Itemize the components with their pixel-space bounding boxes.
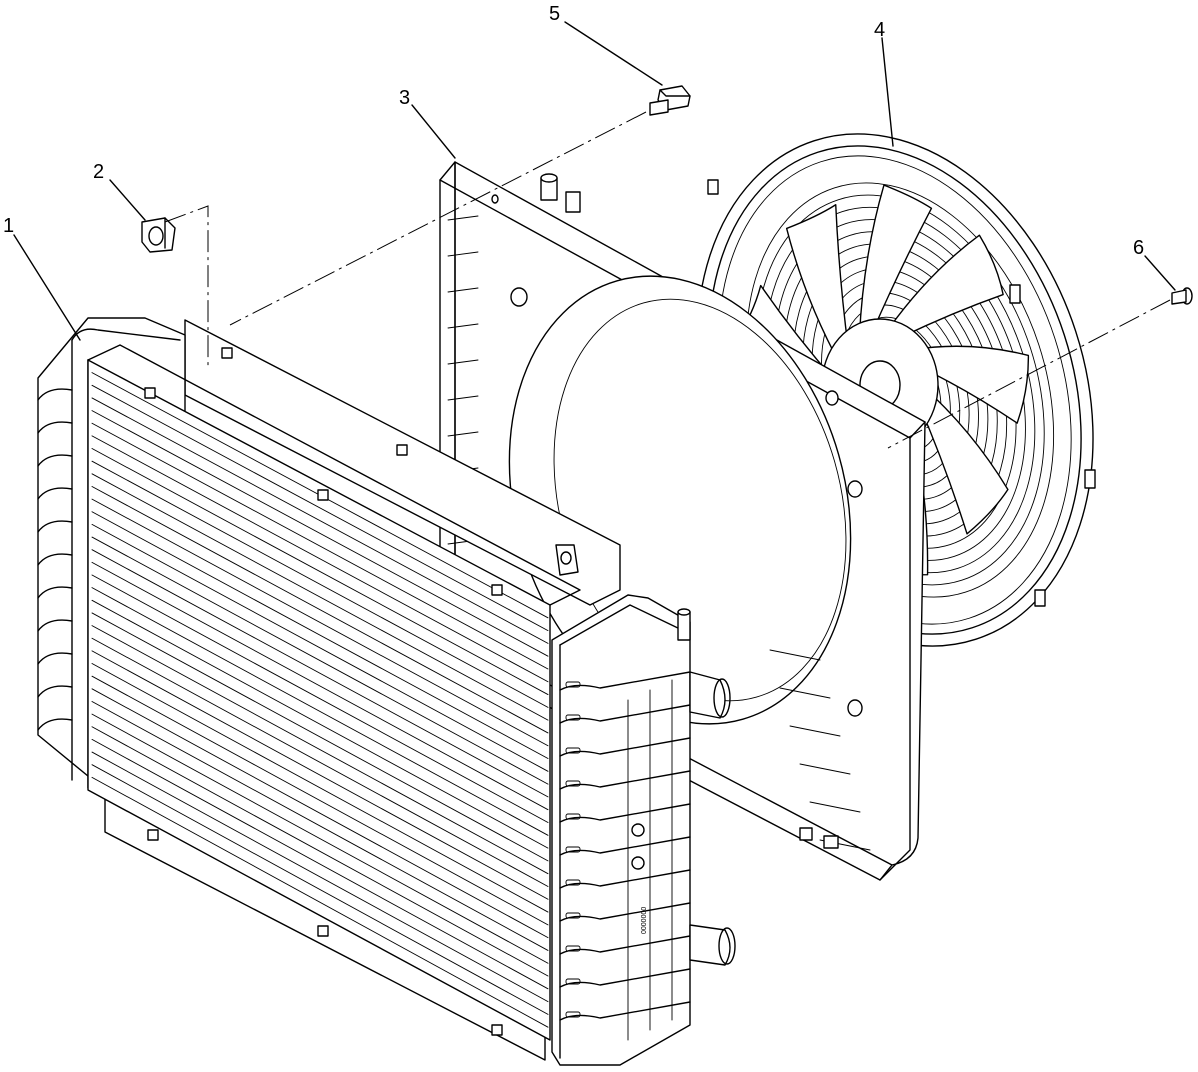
core-fin-line <box>91 688 549 939</box>
core-fin-line <box>91 764 549 1015</box>
fan-blade <box>918 384 1009 535</box>
core-fin-line <box>91 410 549 657</box>
core-fin-line <box>91 612 549 862</box>
core-fin-line <box>91 486 549 734</box>
core-fin-line <box>91 523 549 772</box>
tank-rib <box>37 718 73 731</box>
fan-blade <box>886 234 1004 339</box>
shroud-rib <box>447 251 479 257</box>
core-fin-line <box>91 713 549 964</box>
callout-1-label: 1 <box>3 215 14 237</box>
tank-slot <box>565 978 581 985</box>
core-fin-line <box>91 776 549 1028</box>
tank-slot <box>565 846 581 853</box>
core-fin-line <box>91 663 549 913</box>
shroud-rib <box>799 763 851 775</box>
tank-rib <box>37 520 73 533</box>
core-fin-line <box>91 599 549 849</box>
tank-ridge <box>627 679 673 1041</box>
shroud-rib <box>447 431 479 437</box>
tank-slot <box>565 912 581 919</box>
tank-rib <box>37 586 73 599</box>
callout-3-label: 3 <box>399 87 410 109</box>
tank-rib <box>37 553 73 566</box>
shroud-rib <box>809 801 861 813</box>
tank-rib <box>37 454 73 467</box>
core-fin-line <box>91 587 549 836</box>
core-fin-line <box>91 498 549 747</box>
tank-slot <box>565 879 581 886</box>
shroud-rib <box>447 215 479 221</box>
shroud-rib <box>447 323 479 329</box>
callout-group: 1 2 3 4 5 6 <box>3 3 1176 341</box>
alignment-lines <box>164 111 1171 449</box>
tank-slot <box>565 681 581 688</box>
core-fin-line <box>91 448 549 696</box>
tank-slot <box>565 813 581 820</box>
core-fin-line <box>91 384 549 632</box>
tank-rib <box>37 652 73 665</box>
fan-blade <box>858 184 933 339</box>
tank-rib <box>37 619 73 632</box>
core-fin-line <box>91 460 549 708</box>
core-fin-line <box>91 473 549 721</box>
radiator: 0000000 <box>37 317 736 1066</box>
flange-bolt <box>649 85 691 116</box>
core-fin-line <box>91 574 549 823</box>
shroud-rib <box>447 395 479 401</box>
core-fin-line <box>91 397 549 644</box>
core-fin-line <box>91 511 549 759</box>
svg-text:0000000: 0000000 <box>641 907 648 934</box>
tank-slot <box>565 1011 581 1018</box>
callout-2-label: 2 <box>93 161 104 183</box>
tank-slot <box>565 747 581 754</box>
core-fin-line <box>91 650 549 900</box>
tank-rib <box>37 388 73 401</box>
fan-blade <box>785 204 850 367</box>
core-fin-line <box>91 751 549 1003</box>
core-fin-line <box>91 726 549 977</box>
core-fin-line <box>91 435 549 683</box>
tank-slot <box>565 780 581 787</box>
core-fin-line <box>91 422 549 670</box>
shroud-rib <box>769 649 821 661</box>
tank-slot <box>565 714 581 721</box>
core-fin-line <box>91 561 549 811</box>
callout-4-label: 4 <box>874 19 885 41</box>
tank-rib <box>37 685 73 698</box>
shroud-rib <box>447 287 479 293</box>
shroud-rib <box>447 359 479 365</box>
core-fin-line <box>91 637 549 887</box>
tank-slot <box>565 945 581 952</box>
machine-screw <box>1171 287 1193 305</box>
clip-nut <box>141 217 176 253</box>
core-fin-line <box>91 536 549 785</box>
core-fin-line <box>91 738 549 990</box>
tank-rib <box>37 421 73 434</box>
callout-6-label: 6 <box>1133 237 1144 259</box>
core-fin-line <box>91 549 549 798</box>
shroud-rib <box>779 687 831 699</box>
core-fin-line <box>91 675 549 926</box>
core-fin-line <box>91 701 549 951</box>
shroud-rib <box>789 725 841 737</box>
fan-blade <box>910 345 1030 424</box>
core-fin-line <box>91 625 549 875</box>
callout-5-label: 5 <box>549 3 560 25</box>
tank-rib <box>37 487 73 500</box>
